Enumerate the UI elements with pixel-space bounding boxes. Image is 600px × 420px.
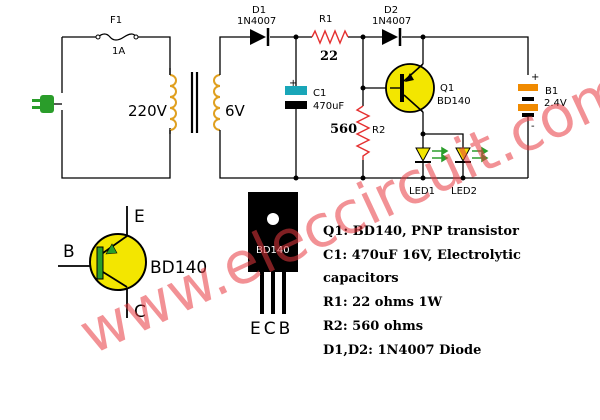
led1-label: LED1 bbox=[409, 186, 435, 197]
symbol-c-label: C bbox=[134, 302, 146, 322]
battery-plus: + bbox=[531, 72, 539, 83]
parts-list-line: R1: 22 ohms 1W bbox=[323, 295, 443, 310]
parts-list-line: C1: 470uF 16V, Electrolytic bbox=[323, 248, 521, 263]
parts-list-line: R2: 560 ohms bbox=[323, 319, 423, 334]
r1-value: 22 bbox=[320, 49, 338, 64]
pnp-symbol bbox=[58, 206, 147, 318]
resistor-r2 bbox=[355, 105, 371, 160]
mains-voltage: 220V bbox=[128, 102, 168, 120]
parts-list-line: D1,D2: 1N4007 Diode bbox=[323, 343, 481, 358]
capacitor-c1 bbox=[285, 86, 307, 109]
fuse-ref: F1 bbox=[110, 15, 122, 26]
resistor-r1 bbox=[311, 29, 349, 45]
r2-value: 560 bbox=[330, 122, 357, 137]
q1-value: BD140 bbox=[437, 96, 471, 107]
r2-ref: R2 bbox=[372, 125, 385, 136]
secondary-voltage: 6V bbox=[225, 102, 246, 120]
battery-minus: - bbox=[531, 121, 535, 132]
led1-light-arrows-icon bbox=[432, 146, 449, 163]
parts-list-line: capacitors bbox=[323, 271, 399, 286]
r1-ref: R1 bbox=[319, 14, 332, 25]
symbol-e-label: E bbox=[134, 207, 145, 227]
battery-b1 bbox=[518, 84, 538, 117]
symbol-part-name: BD140 bbox=[150, 258, 207, 278]
q1-ref: Q1 bbox=[440, 83, 454, 94]
led2-light-arrows-icon bbox=[472, 146, 489, 163]
diode-d2 bbox=[382, 28, 402, 46]
transistor-q1 bbox=[385, 63, 435, 113]
d1-ref: D1 bbox=[252, 5, 266, 16]
c1-plus: + bbox=[289, 78, 297, 89]
package-pin-labels: ECB bbox=[250, 319, 293, 339]
led2-label: LED2 bbox=[451, 186, 477, 197]
to126-package bbox=[248, 192, 298, 314]
diode-d1 bbox=[250, 28, 270, 46]
d1-value: 1N4007 bbox=[237, 16, 276, 27]
b1-ref: B1 bbox=[545, 86, 558, 97]
c1-ref: C1 bbox=[313, 88, 326, 99]
led1 bbox=[415, 147, 431, 163]
b1-value: 2.4V bbox=[544, 98, 567, 109]
d2-ref: D2 bbox=[384, 5, 398, 16]
transformer bbox=[169, 68, 221, 134]
junction-dots bbox=[293, 34, 466, 181]
symbol-b-label: B bbox=[63, 242, 75, 262]
parts-list: Q1: BD140, PNP transistor C1: 470uF 16V,… bbox=[323, 224, 521, 358]
power-plug-icon bbox=[32, 95, 54, 113]
led2 bbox=[455, 147, 471, 163]
fuse-f1 bbox=[95, 33, 139, 41]
parts-list-line: Q1: BD140, PNP transistor bbox=[323, 224, 519, 239]
package-part-name: BD140 bbox=[256, 245, 290, 256]
d2-value: 1N4007 bbox=[372, 16, 411, 27]
fuse-value: 1A bbox=[112, 46, 125, 57]
c1-value: 470uF bbox=[313, 101, 344, 112]
